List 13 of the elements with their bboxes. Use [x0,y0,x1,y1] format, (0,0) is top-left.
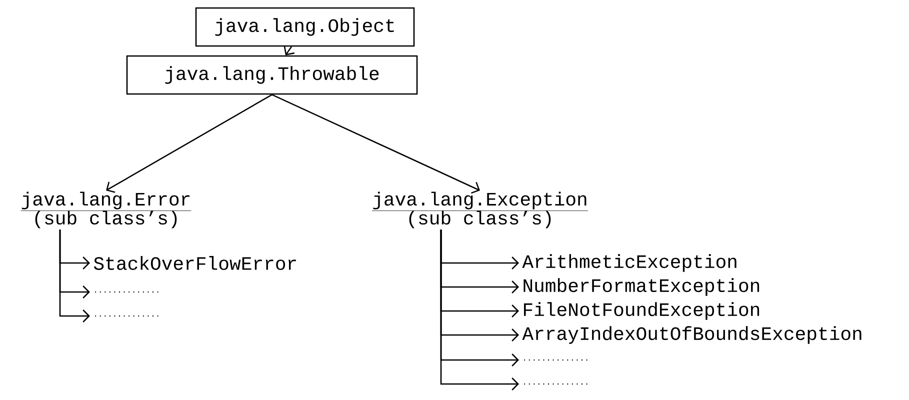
class-box: java.lang.Throwable [126,55,418,95]
arrow [59,229,90,322]
subclass-label: StackOverFlowError [94,256,296,270]
subclass-label: ArithmeticException [522,254,736,272]
class-heading: java.lang.Exception (sub class’s) [372,192,588,228]
arrow [284,46,294,56]
arrow [272,94,480,194]
class-heading: java.lang.Error (sub class’s) [20,192,192,228]
subclass-label: NumberFormatException [524,278,760,296]
subclass-label: ArrayIndexOutOfBoundsException [522,326,862,344]
class-box: java.lang.Object [195,7,415,47]
arrow [106,94,272,193]
subclass-label: FileNotFoundException [524,302,760,320]
